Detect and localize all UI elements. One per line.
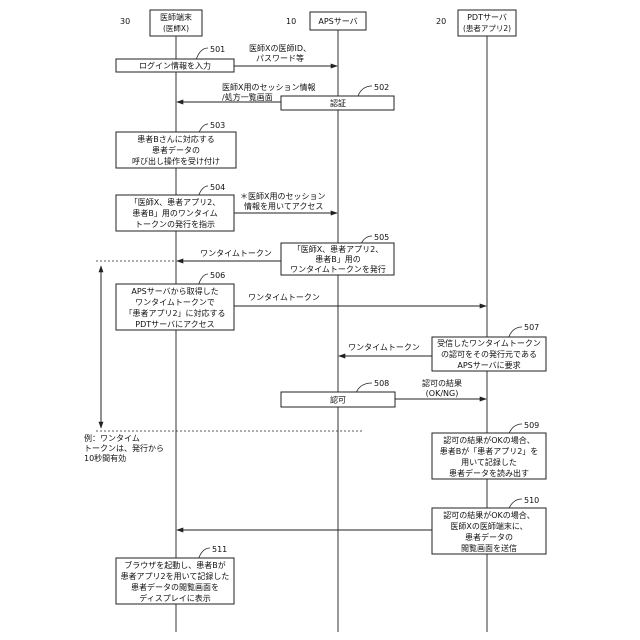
- aps-name: APSサーバ: [318, 17, 357, 26]
- step-503-ref: 503: [210, 121, 225, 130]
- step-504-note-2: 情報を用いてアクセス: [244, 201, 323, 211]
- step-511-line-2: 患者アプリ2を用いて記録した: [121, 571, 230, 581]
- step-509-ref: 509: [524, 421, 539, 430]
- participant-pdt: 20 PDTサーバ (患者アプリ2): [436, 10, 516, 36]
- step-502-ref: 502: [374, 83, 389, 92]
- step-502: 医師X用のセッション情報 /処方一覧画面 502 認証: [177, 82, 394, 110]
- step-503-line-1: 患者Bさんに対応する: [137, 134, 215, 144]
- step-509-line-2: 患者Bが「患者アプリ2」を: [440, 446, 539, 456]
- step-510-line-2: 医師Xの医師端末に、: [450, 521, 527, 531]
- step-506-line-1: APSサーバから取得した: [131, 286, 218, 296]
- step-507-ref: 507: [524, 323, 539, 332]
- validity-note-1: 例：ワンタイム: [84, 433, 140, 443]
- step-511-line-3: 患者データの閲覧画面を: [131, 582, 219, 592]
- step-501-note-1: 医師Xの医師ID、: [249, 43, 311, 53]
- aps-ref-label: 10: [286, 17, 296, 26]
- step-511-ref: 511: [212, 545, 227, 554]
- step-505: 505 「医師X、患者アプリ2、 患者B」用の ワンタイムトークンを発行 ワンタ…: [177, 233, 394, 275]
- step-510-ref: 510: [524, 496, 539, 505]
- step-506-line-3: 「患者アプリ2」に対応する: [124, 308, 225, 318]
- step-502-leader: [358, 86, 372, 96]
- terminal-ref-label: 30: [120, 17, 130, 26]
- step-503-line-3: 呼び出し操作を受け付け: [132, 156, 220, 166]
- step-501-note-2: パスワード等: [256, 53, 304, 63]
- step-510-line-4: 閲覧画面を送信: [461, 543, 517, 553]
- step-504-ref: 504: [210, 183, 225, 192]
- step-504: 504 「医師X、患者アプリ2、 患者B」用のワンタイム トークンの発行を指示 …: [116, 183, 337, 231]
- step-507-line-3: APSサーバに要求: [457, 360, 520, 370]
- participant-terminal: 30 医師端末 (医師X): [120, 10, 202, 36]
- step-511: 511 ブラウザを起動し、患者Bが 患者アプリ2を用いて記録した 患者データの閲…: [116, 545, 234, 604]
- step-510-line-1: 認可の結果がOKの場合、: [443, 510, 535, 520]
- step-506-ref: 506: [210, 271, 225, 280]
- step-506-line-4: PDTサーバにアクセス: [135, 320, 214, 329]
- terminal-name: 医師端末: [160, 12, 192, 22]
- validity-note-3: 10秒間有効: [84, 453, 126, 463]
- step-507-line-2: の認可をその発行元である: [441, 349, 537, 359]
- step-501: 501 ログイン情報を入力 医師Xの医師ID、 パスワード等: [116, 43, 337, 72]
- step-505-line-3: ワンタイムトークンを発行: [290, 264, 386, 274]
- step-504-line-2: 患者B」用のワンタイム: [132, 208, 217, 218]
- step-503-line-2: 患者データの: [152, 145, 200, 155]
- step-507-line-1: 受信したワンタイムトークン: [437, 338, 541, 348]
- pdt-name: PDTサーバ: [467, 13, 507, 22]
- step-508: 508 認可 認可の結果 (OK/NG): [281, 378, 486, 407]
- step-505-note: ワンタイムトークン: [200, 249, 272, 258]
- step-501-text: ログイン情報を入力: [139, 61, 211, 71]
- step-502-note-2: /処方一覧画面: [222, 92, 273, 102]
- step-511-line-4: ディスプレイに表示: [139, 593, 210, 603]
- step-509-line-3: 用いて記録した: [461, 457, 517, 467]
- step-511-line-1: ブラウザを起動し、患者Bが: [124, 560, 226, 570]
- pdt-sub: (患者アプリ2): [463, 23, 511, 33]
- step-505-ref: 505: [374, 233, 389, 242]
- step-504-line-1: 「医師X、患者アプリ2、: [130, 197, 221, 207]
- step-508-ref: 508: [374, 379, 389, 388]
- step-502-text: 認証: [330, 98, 346, 108]
- step-502-note-1: 医師X用のセッション情報: [222, 82, 315, 92]
- step-509: 509 認可の結果がOKの場合、 患者Bが「患者アプリ2」を 用いて記録した 患…: [432, 421, 546, 479]
- step-508-note-2: (OK/NG): [426, 389, 459, 398]
- pdt-ref-label: 20: [436, 17, 446, 26]
- step-504-note-1: ＊医師X用のセッション: [240, 191, 325, 201]
- step-507: 507 受信したワンタイムトークン の認可をその発行元である APSサーバに要求…: [339, 323, 546, 371]
- step-501-leader: [196, 48, 208, 60]
- step-504-line-3: トークンの発行を指示: [135, 219, 215, 229]
- step-510: 510 認可の結果がOKの場合、 医師Xの医師端末に、 患者データの 閲覧画面を…: [177, 496, 546, 554]
- step-506-line-2: ワンタイムトークンで: [135, 298, 215, 307]
- step-506: 506 APSサーバから取得した ワンタイムトークンで 「患者アプリ2」に対応す…: [116, 271, 486, 330]
- step-505-line-1: 「医師X、患者アプリ2、: [293, 244, 384, 254]
- step-501-ref: 501: [210, 45, 225, 54]
- validity-note-2: トークンは、発行から: [84, 443, 164, 453]
- step-510-line-3: 患者データの: [465, 532, 513, 542]
- terminal-sub: (医師X): [163, 23, 189, 33]
- step-507-note: ワンタイムトークン: [348, 343, 420, 352]
- step-509-line-4: 患者データを読み出す: [449, 468, 529, 478]
- step-506-note: ワンタイムトークン: [248, 293, 320, 302]
- step-505-line-2: 患者B」用の: [315, 254, 361, 264]
- step-508-text: 認可: [330, 395, 346, 405]
- step-508-note-1: 認可の結果: [422, 378, 462, 388]
- participant-aps: 10 APSサーバ: [286, 12, 366, 30]
- step-509-line-1: 認可の結果がOKの場合、: [443, 435, 535, 445]
